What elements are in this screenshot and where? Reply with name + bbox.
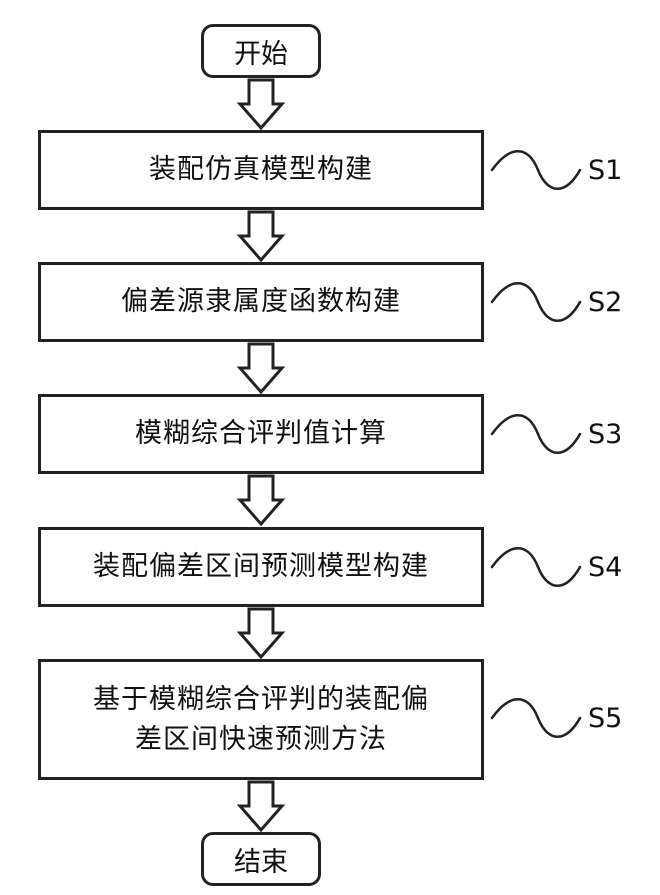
start-label: 开始 [234,32,288,71]
step-text-s5-line1: 基于模糊综合评判的装配偏 [93,680,429,720]
arrow-start-to-s1 [240,80,282,128]
step-box-s4: 装配偏差区间预测模型构建 [38,527,484,607]
step-box-s1: 装配仿真模型构建 [38,130,484,210]
step-text-s5-line2: 差区间快速预测方法 [135,720,387,760]
leader-wave-s1 [492,151,580,189]
arrow-s1-to-s2 [240,212,282,260]
leader-wave-s4 [492,548,580,586]
step-box-s5: 基于模糊综合评判的装配偏 差区间快速预测方法 [38,659,484,780]
step-text-s2: 偏差源隶属度函数构建 [121,282,401,322]
step-box-s3: 模糊综合评判值计算 [38,394,484,474]
leader-wave-s5 [492,699,580,737]
arrow-s2-to-s3 [240,344,282,392]
step-text-s1: 装配仿真模型构建 [149,150,373,190]
step-text-s4: 装配偏差区间预测模型构建 [93,547,429,587]
step-id-s3: S3 [588,419,622,450]
step-id-s4: S4 [588,552,622,583]
arrow-s5-to-end [240,782,282,830]
leader-wave-s3 [492,415,580,453]
leader-wave-s2 [492,283,580,321]
start-terminal: 开始 [201,24,321,78]
step-text-s3: 模糊综合评判值计算 [135,414,387,454]
end-terminal: 结束 [201,832,321,886]
step-id-s2: S2 [588,287,622,318]
end-label: 结束 [234,840,288,879]
arrow-s3-to-s4 [240,476,282,524]
step-id-s1: S1 [588,155,622,186]
step-box-s2: 偏差源隶属度函数构建 [38,262,484,342]
arrow-s4-to-s5 [240,609,282,657]
step-id-s5: S5 [588,703,622,734]
